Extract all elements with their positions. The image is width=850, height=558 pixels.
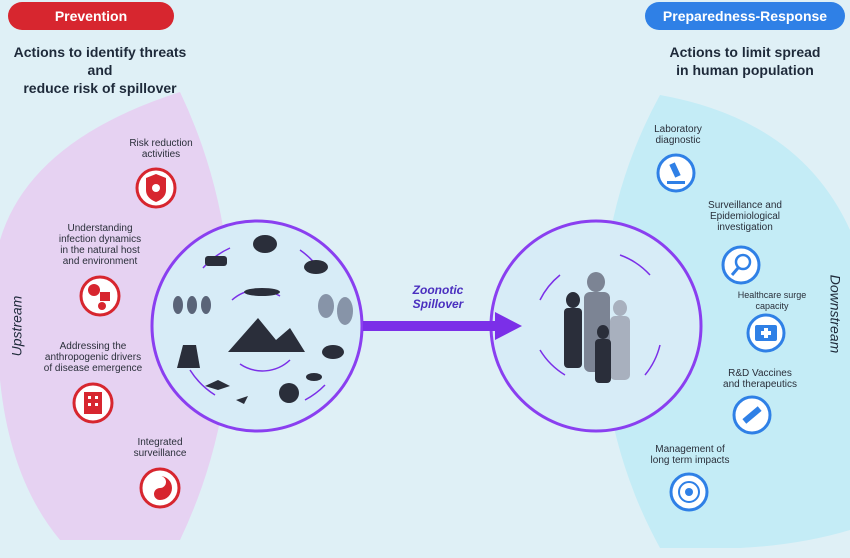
label-line: and environment — [62, 256, 138, 267]
prevention-pill: Prevention — [8, 2, 174, 30]
spillover-arrow — [363, 312, 522, 340]
response-item-label: Surveillance and Epidemiological investi… — [690, 200, 800, 233]
prevention-item-label: Risk reduction activities — [106, 138, 216, 160]
response-heading-line2: in human population — [676, 62, 814, 78]
label-line: Understanding — [67, 223, 133, 234]
label-line: Laboratory — [654, 124, 702, 135]
prevention-item-label: Addressing the anthropogenic drivers of … — [30, 341, 156, 374]
response-heading-line1: Actions to limit spread — [669, 44, 821, 60]
human-silhouettes — [564, 272, 630, 383]
label-line: Integrated — [137, 437, 183, 448]
label-line: R&D Vaccines — [728, 368, 792, 379]
label-line: Healthcare surge — [737, 290, 807, 300]
prevention-heading-line2: reduce risk of spillover — [23, 80, 177, 96]
magnifier-virus-icon — [721, 245, 761, 285]
label-line: of disease emergence — [43, 363, 143, 374]
prevention-item-label: Understanding infection dynamics in the … — [40, 223, 160, 267]
label-line: surveillance — [133, 448, 187, 459]
animal-silhouettes — [177, 235, 344, 404]
response-item-label: Healthcare surge capacity — [730, 290, 814, 312]
tree-silhouettes — [318, 294, 353, 325]
response-item-label: Management of long term impacts — [640, 444, 740, 466]
downstream-fan — [601, 95, 850, 548]
label-line: capacity — [755, 301, 789, 311]
medical-kit-icon — [746, 313, 786, 353]
label-line: Risk reduction — [129, 138, 193, 149]
label-line: diagnostic — [655, 135, 701, 146]
response-item-label: R&D Vaccines and therapeutics — [712, 368, 808, 390]
shield-virus-icon — [135, 167, 177, 209]
upstream-label: Upstream — [8, 295, 25, 357]
label-line: Addressing the — [59, 341, 127, 352]
zoonotic-spillover-label: Zoonotic Spillover — [388, 283, 488, 311]
label-line: activities — [141, 149, 181, 160]
response-heading: Actions to limit spread in human populat… — [640, 43, 850, 79]
target-icon — [669, 472, 709, 512]
building-icon — [72, 382, 114, 424]
label-line: and therapeutics — [723, 379, 797, 390]
prevention-heading-line1: Actions to identify threats and — [13, 44, 187, 78]
label-line: infection dynamics — [58, 234, 142, 245]
microscope-icon — [656, 153, 696, 193]
prevention-item-label: Integrated surveillance — [110, 437, 210, 459]
response-item-label: Laboratory diagnostic — [630, 124, 726, 146]
label-line: Surveillance and — [708, 200, 782, 211]
prevention-heading: Actions to identify threats and reduce r… — [0, 43, 200, 97]
label-line: anthropogenic drivers — [44, 352, 142, 363]
tree-house-virus-icon — [79, 275, 121, 317]
preparedness-response-pill: Preparedness-Response — [645, 2, 845, 30]
yin-yang-icon — [139, 467, 181, 509]
downstream-label: Downstream — [827, 274, 844, 354]
cycle-arrows-right — [539, 254, 661, 376]
plant-silhouettes — [173, 296, 211, 314]
spillover-line2: Spillover — [412, 297, 464, 311]
spillover-line1: Zoonotic — [412, 283, 464, 297]
upstream-fan — [0, 92, 231, 540]
label-line: investigation — [717, 222, 773, 233]
label-line: Epidemiological — [709, 211, 781, 222]
label-line: Management of — [655, 444, 725, 455]
syringe-icon — [732, 395, 772, 435]
label-line: in the natural host — [60, 245, 140, 256]
label-line: long term impacts — [650, 455, 730, 466]
